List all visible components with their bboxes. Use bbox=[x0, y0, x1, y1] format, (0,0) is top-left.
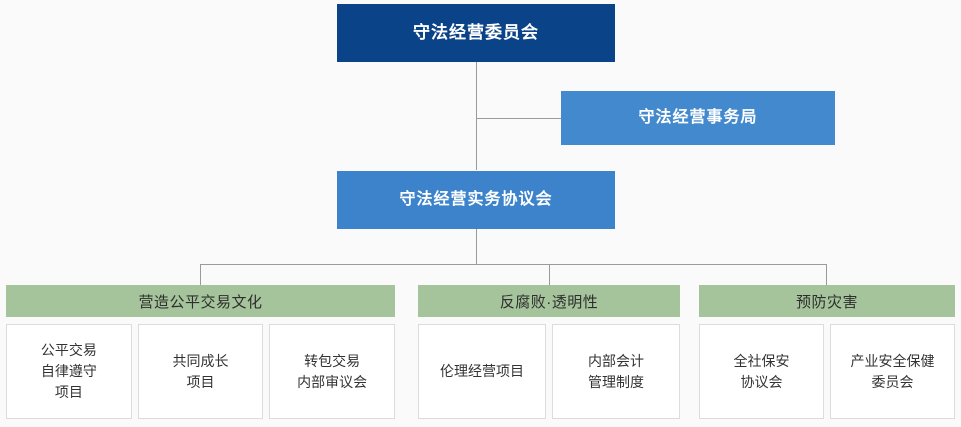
leaf-line: 自律遵守 bbox=[40, 363, 97, 379]
group-header-disaster-prevention-label: 预防灾害 bbox=[795, 293, 858, 311]
group-items-disaster-prevention: 全社保安 协议会 产业安全保健 委员会 bbox=[699, 324, 955, 419]
connector-group-drop-1 bbox=[200, 264, 201, 285]
leaf-ethical-management-program: 伦理经营项目 bbox=[418, 324, 546, 419]
leaf-line: 公平交易 bbox=[40, 342, 97, 358]
group-items-anticorruption-transparency: 伦理经营项目 内部会计 管理制度 bbox=[418, 324, 680, 419]
leaf-shared-growth-program: 共同成长 项目 bbox=[137, 324, 264, 419]
leaf-line: 管理制度 bbox=[588, 373, 644, 390]
leaf-line: 内部审议会 bbox=[297, 373, 368, 390]
leaf-fair-trade-voluntary-compliance-program: 公平交易 自律遵守 项目 bbox=[6, 324, 132, 419]
connector-top-vertical bbox=[476, 62, 477, 118]
leaf-company-wide-security-council: 全社保安 协议会 bbox=[699, 324, 824, 419]
node-compliance-council-label: 守法经营实务协议会 bbox=[399, 190, 553, 208]
node-compliance-committee: 守法经营委员会 bbox=[337, 4, 615, 62]
leaf-line: 共同成长 bbox=[172, 352, 229, 369]
leaf-line: 全社保安 bbox=[733, 352, 790, 369]
connector-distribution-bar bbox=[200, 264, 827, 265]
connector-group-drop-2 bbox=[549, 264, 550, 285]
leaf-line: 委员会 bbox=[871, 373, 914, 390]
group-anticorruption-transparency: 反腐败·透明性 伦理经营项目 内部会计 管理制度 bbox=[418, 285, 680, 419]
group-items-fair-trade-culture: 公平交易 自律遵守 项目 共同成长 项目 转包交易 内部审议会 bbox=[6, 324, 396, 419]
group-fair-trade-culture: 营造公平交易文化 公平交易 自律遵守 项目 共同成长 项目 转包交易 内部审议会 bbox=[6, 285, 396, 419]
leaf-line: 项目 bbox=[54, 384, 83, 400]
node-compliance-office: 守法经营事务局 bbox=[561, 91, 835, 145]
leaf-line: 转包交易 bbox=[304, 352, 361, 369]
group-disaster-prevention: 预防灾害 全社保安 协议会 产业安全保健 委员会 bbox=[699, 285, 955, 419]
leaf-line: 项目 bbox=[186, 373, 215, 390]
node-compliance-office-label: 守法经营事务局 bbox=[638, 108, 758, 126]
node-compliance-council: 守法经营实务协议会 bbox=[337, 171, 615, 229]
leaf-subcontract-internal-review-committee: 转包交易 内部审议会 bbox=[269, 324, 396, 419]
connector-mid-vertical bbox=[476, 118, 477, 170]
leaf-line: 内部会计 bbox=[588, 352, 644, 369]
group-header-anticorruption-transparency-label: 反腐败·透明性 bbox=[499, 293, 599, 311]
group-header-disaster-prevention: 预防灾害 bbox=[699, 285, 955, 317]
leaf-industrial-safety-health-committee: 产业安全保健 委员会 bbox=[830, 324, 955, 419]
connector-mid-drop bbox=[476, 229, 477, 264]
leaf-line: 协议会 bbox=[740, 373, 783, 390]
group-header-fair-trade-culture-label: 营造公平交易文化 bbox=[138, 293, 263, 311]
connector-side-branch bbox=[476, 118, 561, 119]
leaf-line: 产业安全保健 bbox=[850, 352, 935, 369]
group-header-fair-trade-culture: 营造公平交易文化 bbox=[6, 285, 395, 317]
leaf-internal-accounting-management-system: 内部会计 管理制度 bbox=[552, 324, 680, 419]
node-compliance-committee-label: 守法经营委员会 bbox=[413, 23, 539, 43]
group-header-anticorruption-transparency: 反腐败·透明性 bbox=[418, 285, 680, 317]
leaf-line: 伦理经营项目 bbox=[440, 363, 524, 379]
connector-group-drop-3 bbox=[826, 264, 827, 285]
